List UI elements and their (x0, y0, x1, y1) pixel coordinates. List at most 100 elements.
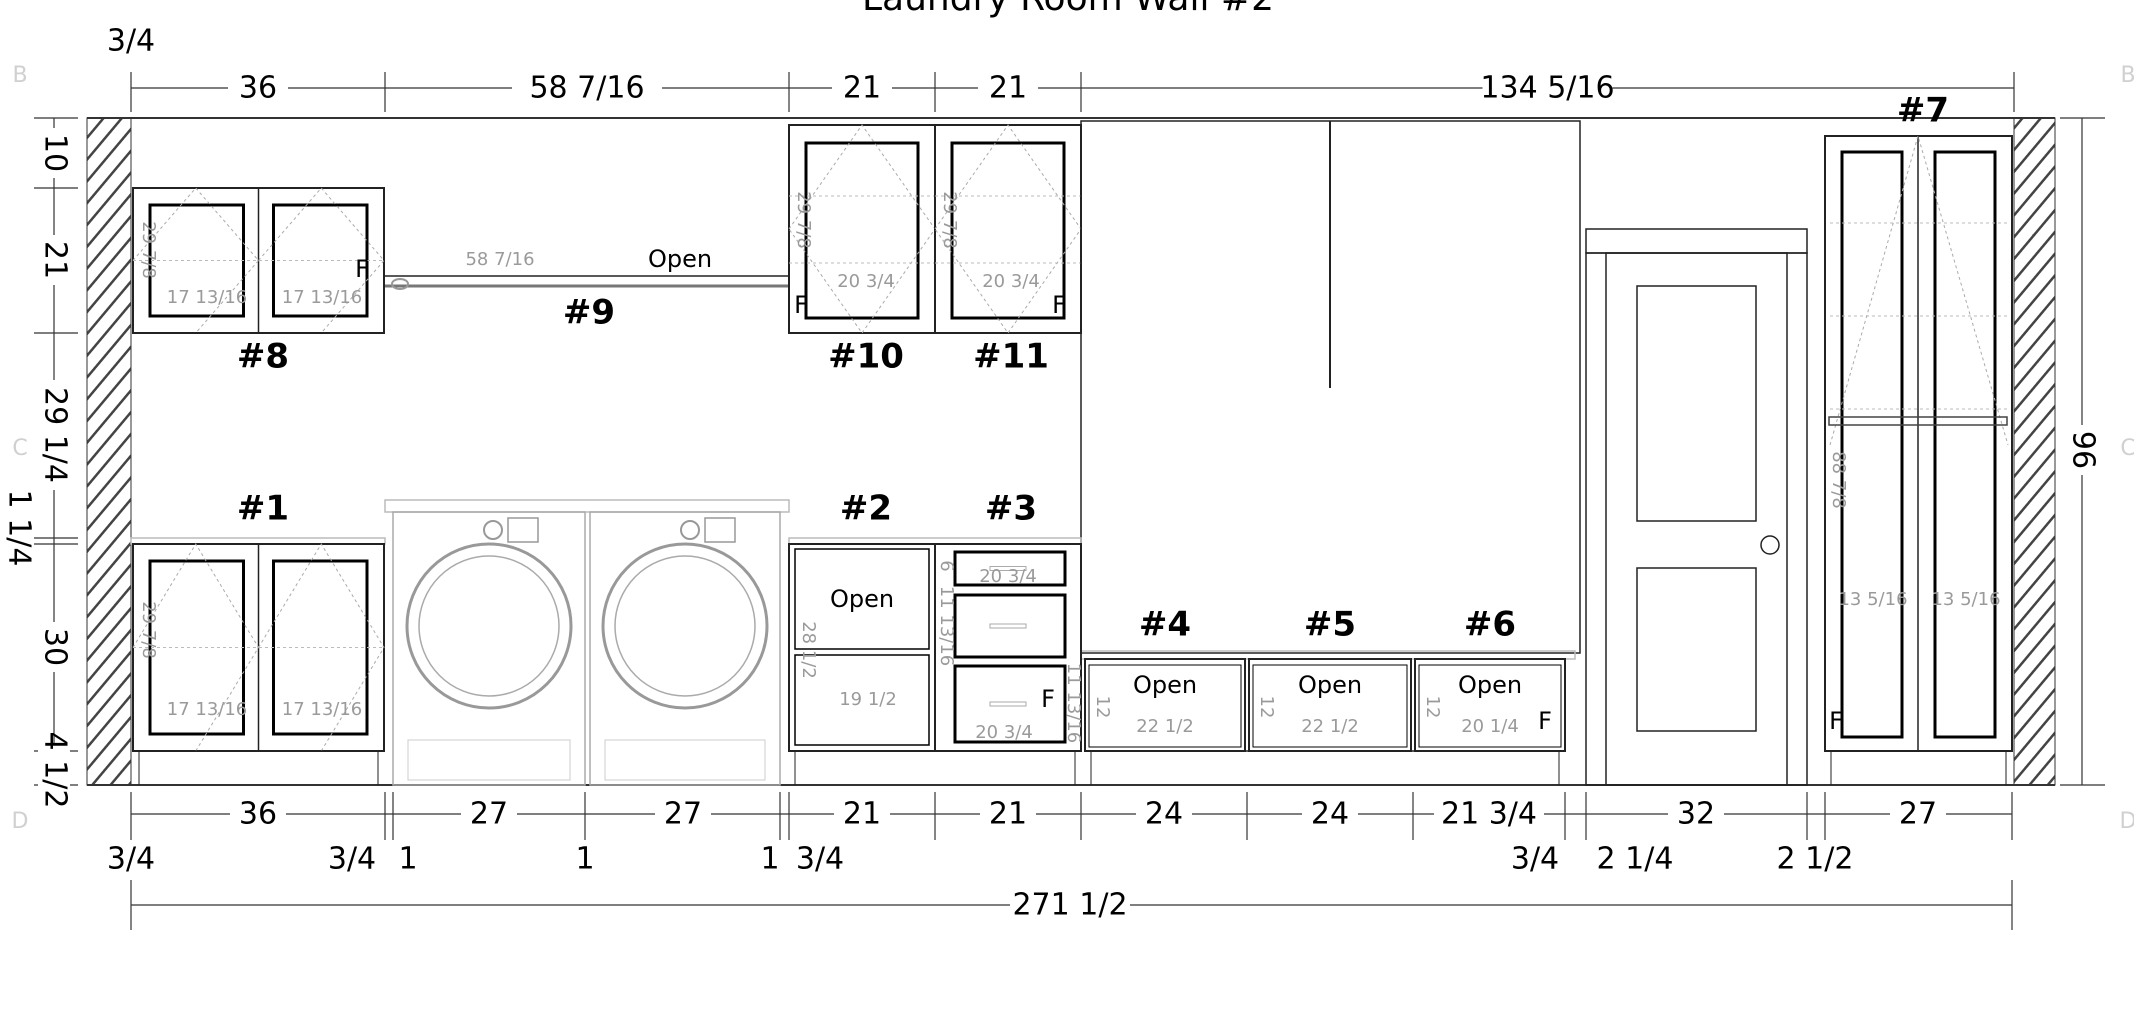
dim-gap (230, 800, 286, 828)
rod-bracket (391, 278, 409, 290)
cabinet-label: #4 (1139, 605, 1191, 645)
finish-marker: F (1052, 291, 1066, 319)
dim-gap (834, 800, 890, 828)
cabinet-label-3: #3 (985, 489, 1037, 529)
control-display (507, 517, 539, 543)
dim-gap (38, 745, 70, 795)
dim-gap (1010, 890, 1130, 920)
bottom-dim-value: 21 (989, 797, 1027, 832)
open-width: 58 7/16 (465, 249, 534, 270)
door-width: 17 13/16 (282, 287, 363, 308)
cabinet-height: 12 (1256, 696, 1277, 719)
open-section (1418, 664, 1562, 748)
open-label: Open (1458, 671, 1522, 699)
door-width: 20 3/4 (982, 271, 1040, 292)
cabinet-height: 28 1/2 (798, 621, 819, 679)
bottom-dim-value: 24 (1145, 797, 1183, 832)
dim-gap (980, 800, 1036, 828)
appliance-window (614, 555, 756, 697)
cabinet-height: 12 (1422, 696, 1443, 719)
door-width: 13 5/16 (1838, 589, 1907, 610)
drawer-front (953, 550, 1067, 587)
gap-dim-value: 3/4 (796, 842, 844, 877)
open-section (1088, 664, 1242, 748)
left-wall-hatch (86, 117, 132, 786)
door-frame (1585, 252, 1808, 786)
dim-gap (38, 128, 70, 178)
door-width: 17 13/16 (282, 699, 363, 720)
door-upper-panel (1636, 285, 1757, 522)
pedestal-drawer (604, 739, 766, 781)
gap-dim-value: 2 1/4 (1597, 842, 1674, 877)
cabinet-label: #10 (828, 337, 904, 377)
drawer-front (953, 664, 1067, 744)
cabinet-label-2: #2 (840, 489, 892, 529)
finish-marker: F (794, 291, 808, 319)
door-slab (1605, 252, 1788, 786)
door-swing-indicator (258, 543, 385, 752)
dim-gap (978, 74, 1038, 102)
dim-gap (38, 235, 70, 285)
dryer (589, 511, 781, 786)
drawer-pull (989, 701, 1027, 707)
grid-marker: C (2120, 436, 2134, 461)
door-width: 13 5/16 (1931, 589, 2000, 610)
washer (392, 511, 586, 786)
door-width: 17 13/16 (167, 287, 248, 308)
gap-dim-value: 3/4 (1511, 842, 1559, 877)
open-label: Open (830, 585, 894, 613)
left-dim-value: 29 1/4 (38, 387, 73, 483)
door-height: 29 7/8 (138, 221, 159, 279)
cabinet-height: 12 (1092, 696, 1113, 719)
open-section (794, 548, 930, 650)
dim-gap (655, 800, 711, 828)
right-dim-value: 96 (2066, 431, 2101, 469)
total-dim-value: 271 1/2 (1012, 888, 1127, 923)
bottom-dim-value: 21 3/4 (1441, 797, 1537, 832)
dim-gap (461, 800, 517, 828)
dim-gap (1136, 800, 1192, 828)
top-dim-value: 134 5/16 (1480, 71, 1614, 106)
door-header (1585, 228, 1808, 254)
gap-dim-value: 1 (575, 842, 594, 877)
drawer-height: 11 13/16 (1063, 663, 1084, 744)
dim-gap (1302, 800, 1358, 828)
drawer-front (953, 593, 1067, 659)
open-width: 22 1/2 (1301, 716, 1359, 737)
finish-marker: F (1538, 707, 1552, 735)
left-dim-value: 21 (38, 241, 73, 279)
grid-marker: D (12, 809, 29, 834)
top-dim-value: 36 (239, 71, 277, 106)
left-dim-value: 1 1/4 (2, 490, 37, 567)
top-dim-value: 58 7/16 (529, 71, 644, 106)
gap-dim-value: 3/4 (328, 842, 376, 877)
appliance-window (418, 555, 560, 697)
left-dim-value: 10 (38, 134, 73, 172)
cabinet-label-9: #9 (563, 293, 615, 333)
finish-marker: F (1041, 685, 1055, 713)
bottom-dim-value: 21 (843, 797, 881, 832)
open-width: 19 1/2 (839, 689, 897, 710)
cabinet-label-1: #1 (237, 489, 289, 529)
open-label: Open (1133, 671, 1197, 699)
left-dim-value: 4 1/2 (38, 732, 73, 809)
dim-gap (1434, 800, 1544, 828)
appliance-door (601, 542, 769, 710)
drawing-title: Laundry Room Wall #2 (862, 0, 1274, 19)
control-knob (680, 520, 700, 540)
door-height: 29 7/8 (939, 191, 960, 249)
drawer-pull (989, 623, 1027, 629)
gap-dim-value: 1 (760, 842, 779, 877)
cabinet-label-8: #8 (237, 337, 289, 377)
drawer-height: 11 13/16 (936, 586, 957, 667)
drawer-height: 6 (936, 560, 957, 571)
dim-gap (228, 74, 288, 102)
countertop (1080, 650, 1576, 660)
dim-gap (832, 74, 892, 102)
grid-marker: D (2120, 809, 2134, 834)
gap-dim-value: 3/4 (107, 842, 155, 877)
dim-left-offset: 3/4 (107, 24, 155, 59)
grid-marker: C (12, 436, 27, 461)
glass-door-frame (950, 141, 1066, 320)
